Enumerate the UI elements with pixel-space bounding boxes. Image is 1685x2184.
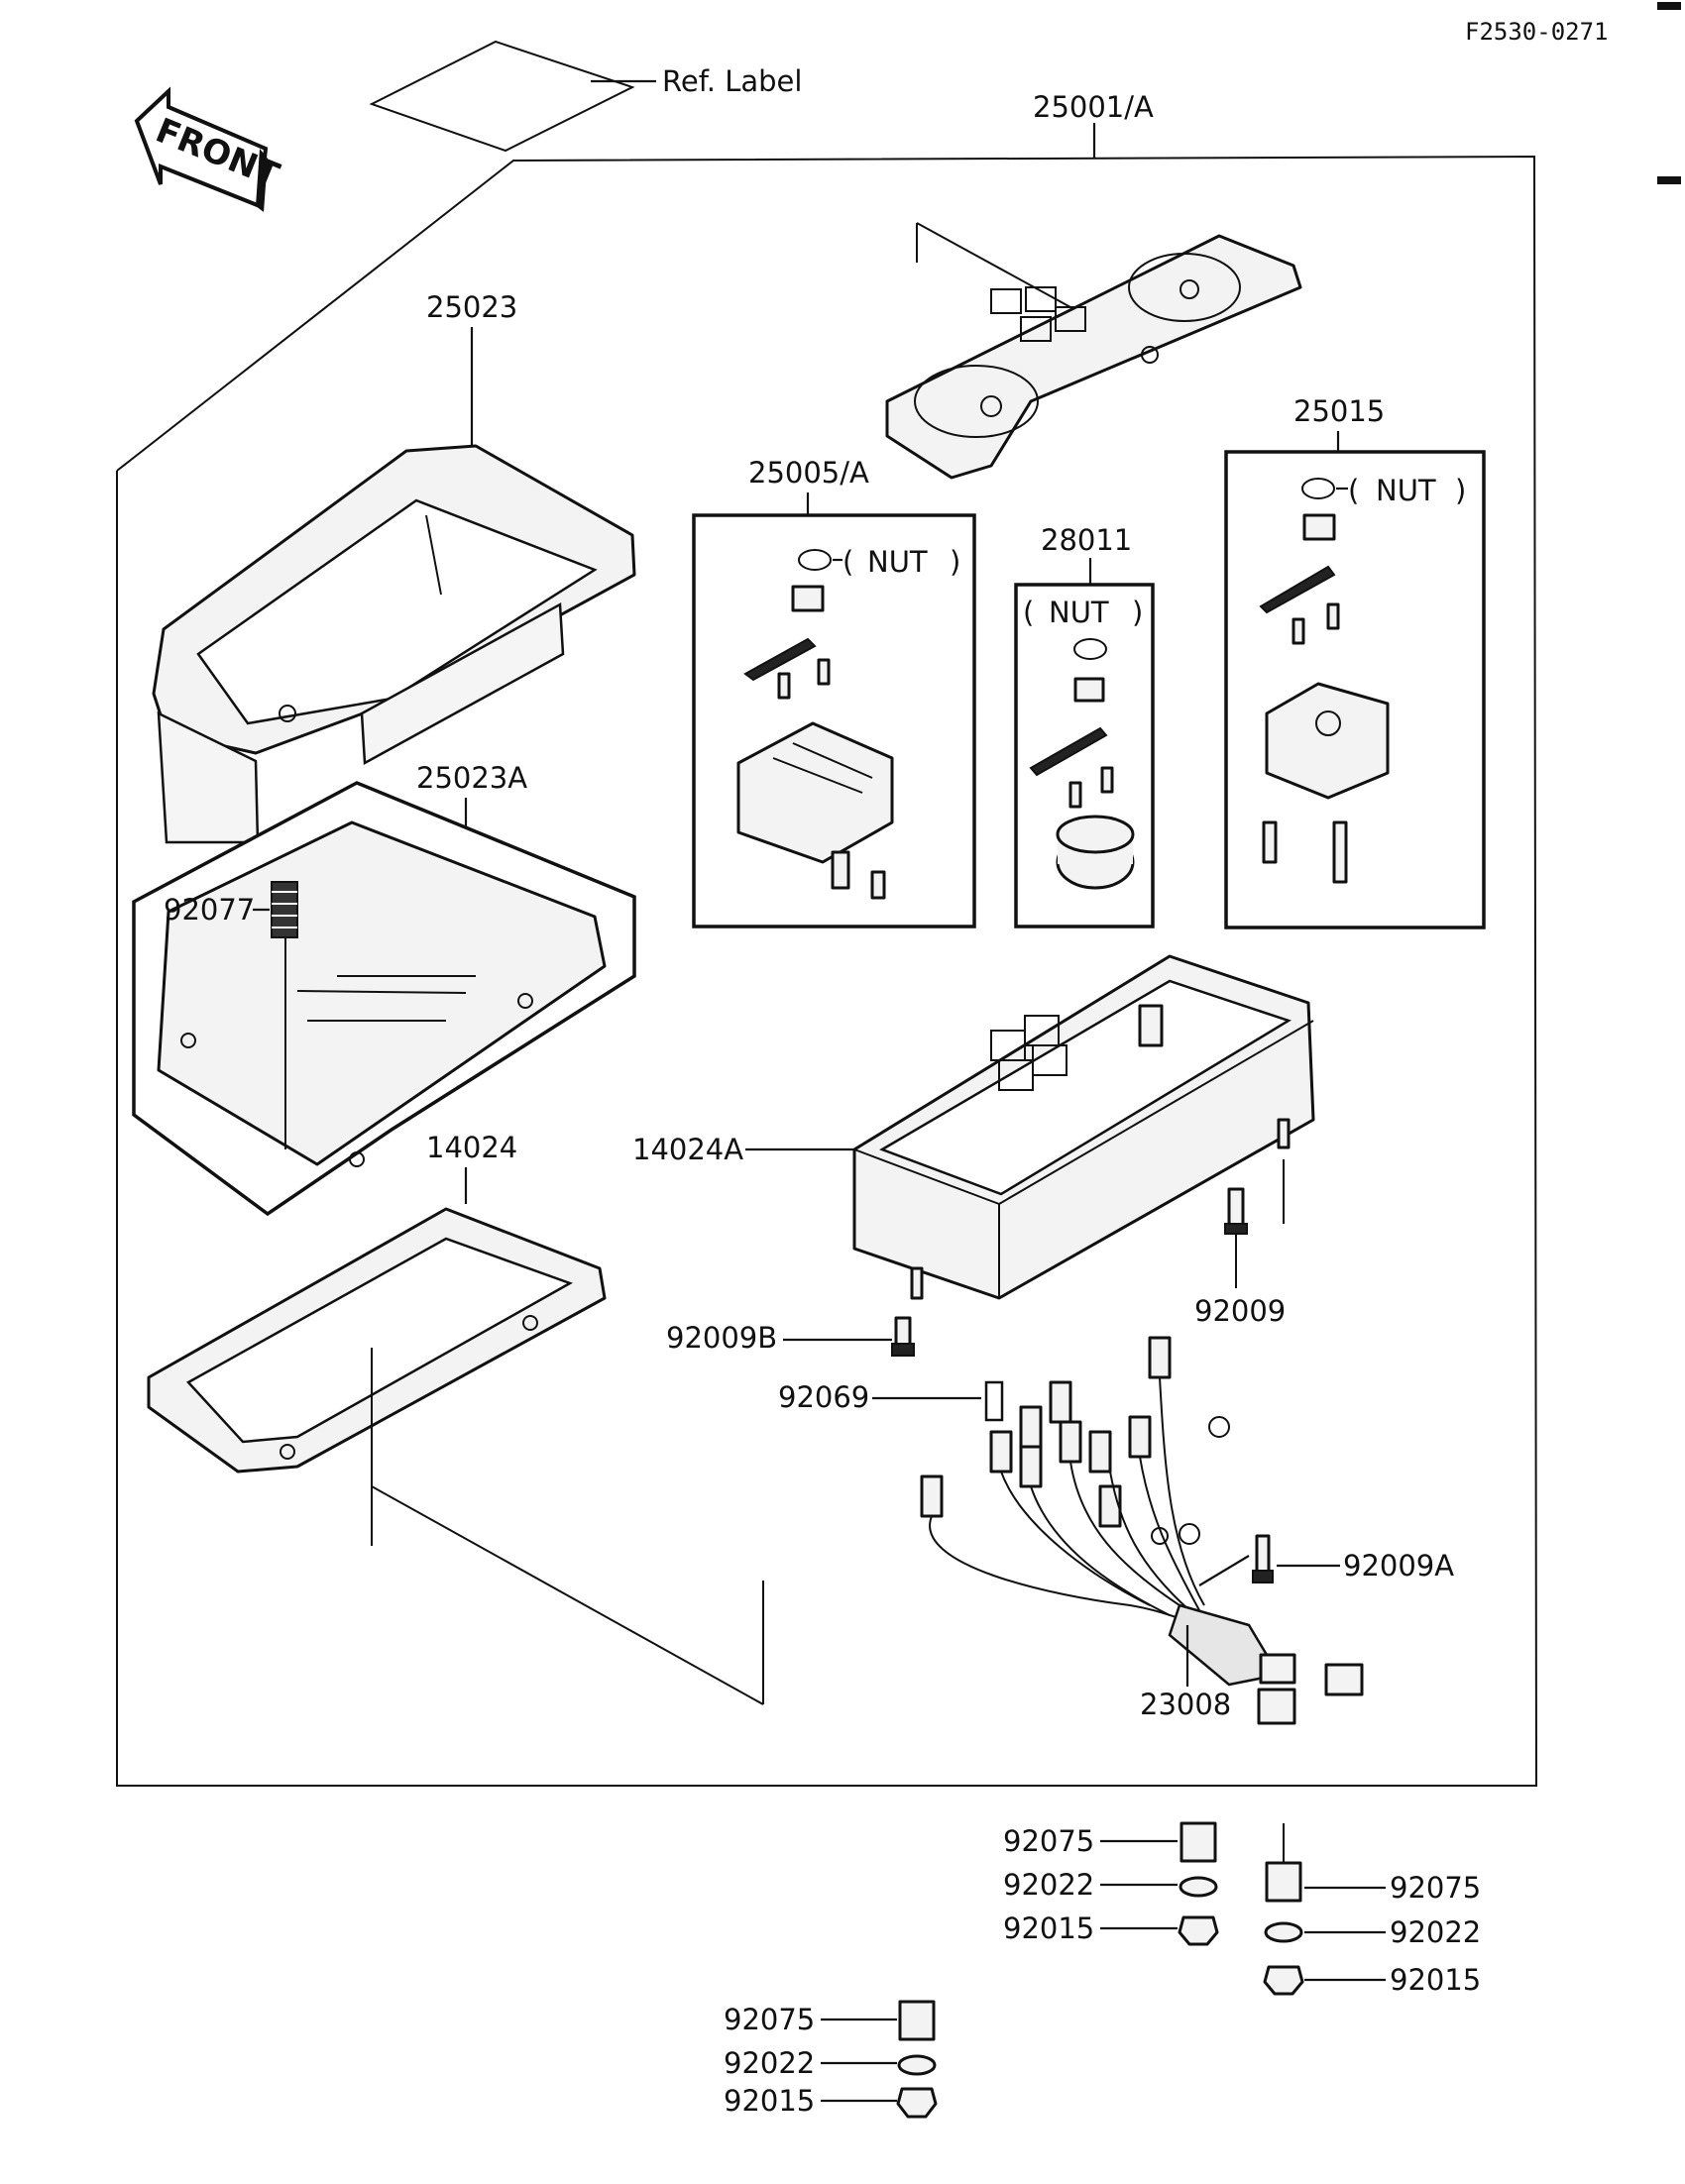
box-25005A [692, 513, 976, 928]
label-92015-a: 92015 [1003, 1911, 1094, 1945]
rubber-damper-icon [1180, 1821, 1217, 1863]
label-25015: 25015 [1293, 394, 1385, 428]
label-23008: 23008 [1140, 1688, 1231, 1721]
label-25001A: 25001/A [1033, 90, 1154, 124]
box-28011 [1014, 583, 1155, 928]
speedometer-mechanism [736, 585, 894, 900]
label-28011: 28011 [1041, 523, 1132, 557]
mount-stack-a: 92075 92022 92015 [1003, 1821, 1219, 1946]
nut-label-25005A: NUT [867, 545, 928, 579]
nut-icon-25015 [1301, 478, 1335, 499]
margin-mark-top [1657, 2, 1681, 10]
nut-label-25015: NUT [1376, 474, 1436, 507]
front-arrow-icon: FRONT [134, 86, 285, 212]
nut-label-28011: NUT [1049, 596, 1109, 629]
label-25023A: 25023A [416, 761, 527, 795]
washer-icon [1179, 1876, 1218, 1898]
svg-text:): ) [950, 545, 960, 579]
washer-icon [1264, 1921, 1303, 1943]
label-92075-b: 92075 [1390, 1871, 1481, 1905]
drawing-code: F2530-0271 [1465, 18, 1609, 46]
label-92009B: 92009B [666, 1321, 777, 1355]
grommet-92077-icon [271, 881, 298, 938]
label-14024A: 14024A [632, 1133, 743, 1166]
nut-hex-icon [896, 2087, 938, 2119]
nut-icon [798, 549, 832, 571]
label-92015-c: 92015 [724, 2084, 815, 2118]
washer-icon [897, 2054, 937, 2076]
meter-face-plate [885, 222, 1302, 480]
nut-hex-icon [1263, 1965, 1304, 1996]
label-92009: 92009 [1194, 1294, 1286, 1328]
label-25023: 25023 [426, 290, 517, 324]
svg-text:): ) [1132, 596, 1143, 629]
svg-text:): ) [1455, 474, 1466, 507]
label-92075-a: 92075 [1003, 1824, 1094, 1858]
screw-92009-icon [1224, 1187, 1248, 1235]
label-92075-c: 92075 [724, 2003, 815, 2036]
nut-hex-icon [1178, 1915, 1219, 1946]
label-92077: 92077 [164, 893, 255, 927]
meter-case-14024A [852, 954, 1315, 1300]
gauge-28011-mechanism [1029, 638, 1135, 890]
box-25015 [1224, 450, 1486, 929]
svg-text:(: ( [842, 545, 853, 579]
screw-92009B-icon [891, 1316, 915, 1357]
screw-92009A-icon [1252, 1534, 1274, 1583]
mount-stack-c: 92075 92022 92015 [724, 2000, 938, 2119]
tachometer-mechanism [1259, 513, 1390, 884]
wiring-harness-23008 [920, 1336, 1364, 1725]
ref-label-text: Ref. Label [662, 64, 802, 98]
label-14024: 14024 [426, 1131, 517, 1164]
label-92009A: 92009A [1343, 1549, 1454, 1583]
label-25005A: 25005/A [748, 456, 869, 490]
mount-stack-b: 92075 92022 92015 [1263, 1823, 1481, 1997]
rubber-damper-icon [898, 2000, 936, 2041]
label-92015-b: 92015 [1390, 1963, 1481, 1997]
label-92022-c: 92022 [724, 2046, 815, 2080]
svg-text:(: ( [1023, 596, 1034, 629]
rubber-damper-icon [1265, 1861, 1302, 1903]
svg-text:(: ( [1348, 474, 1359, 507]
assembly-outline [116, 155, 1538, 1787]
gasket-14024 [147, 1207, 607, 1474]
ref-label-icon [369, 40, 635, 153]
margin-mark-mid [1657, 176, 1681, 184]
label-92022-b: 92022 [1390, 1915, 1481, 1949]
meter-lens [132, 781, 636, 1217]
label-92022-a: 92022 [1003, 1868, 1094, 1902]
label-92069: 92069 [778, 1380, 869, 1414]
meter-visor [152, 444, 636, 844]
